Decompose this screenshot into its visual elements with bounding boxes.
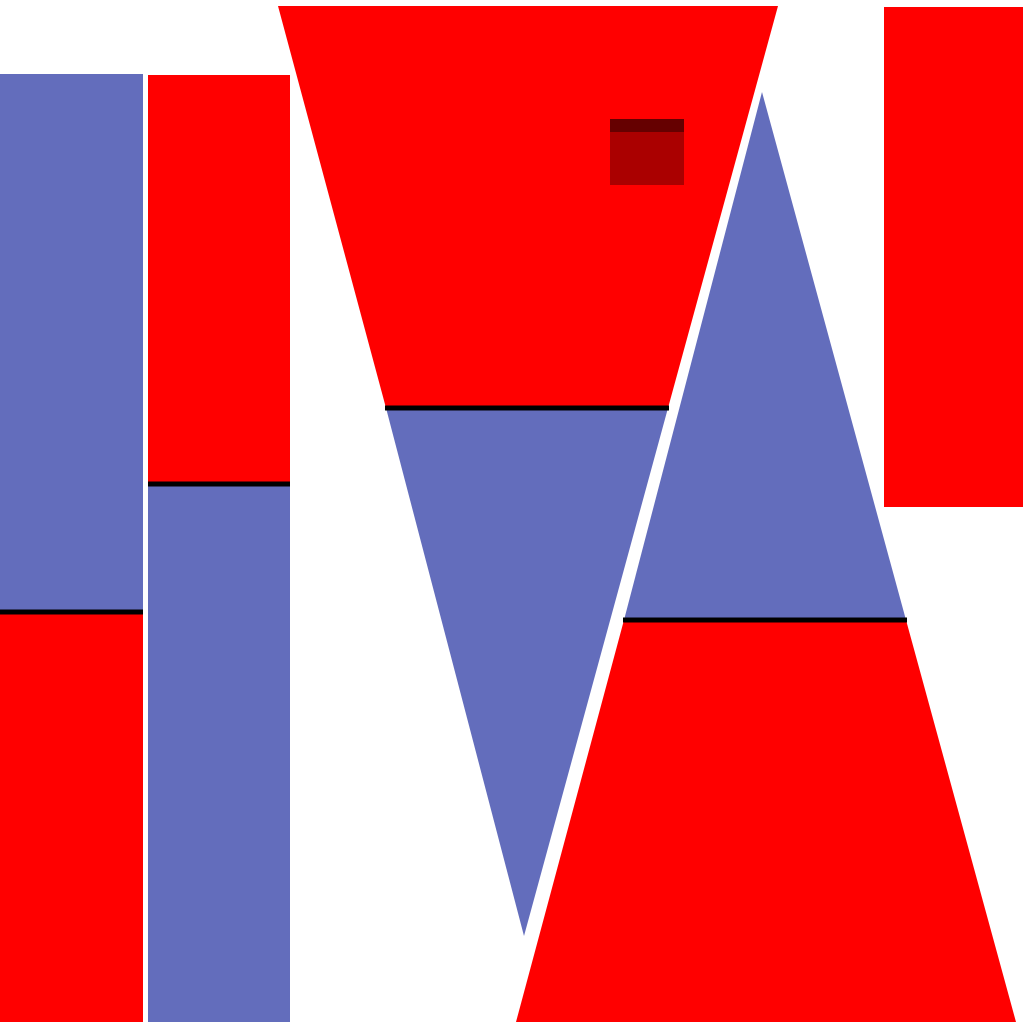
left-bar-red-segment [0,612,143,1022]
second-bar-blue-segment [148,484,290,1022]
second-bar-red-segment [148,75,290,484]
small-dark-square-top-band [610,119,684,132]
upright-triangle-red-segment [516,620,1016,1022]
second-column-bar [148,75,290,1022]
upright-triangle [516,92,1016,1022]
left-column-bar [0,74,143,1022]
right-red-block [884,7,1023,507]
inverted-triangle [278,6,778,936]
small-dark-square [610,119,684,185]
left-bar-blue-segment [0,74,143,612]
inverted-triangle-red-segment [278,6,778,408]
upright-triangle-blue-segment [624,92,906,620]
inverted-triangle-blue-segment [386,408,668,936]
